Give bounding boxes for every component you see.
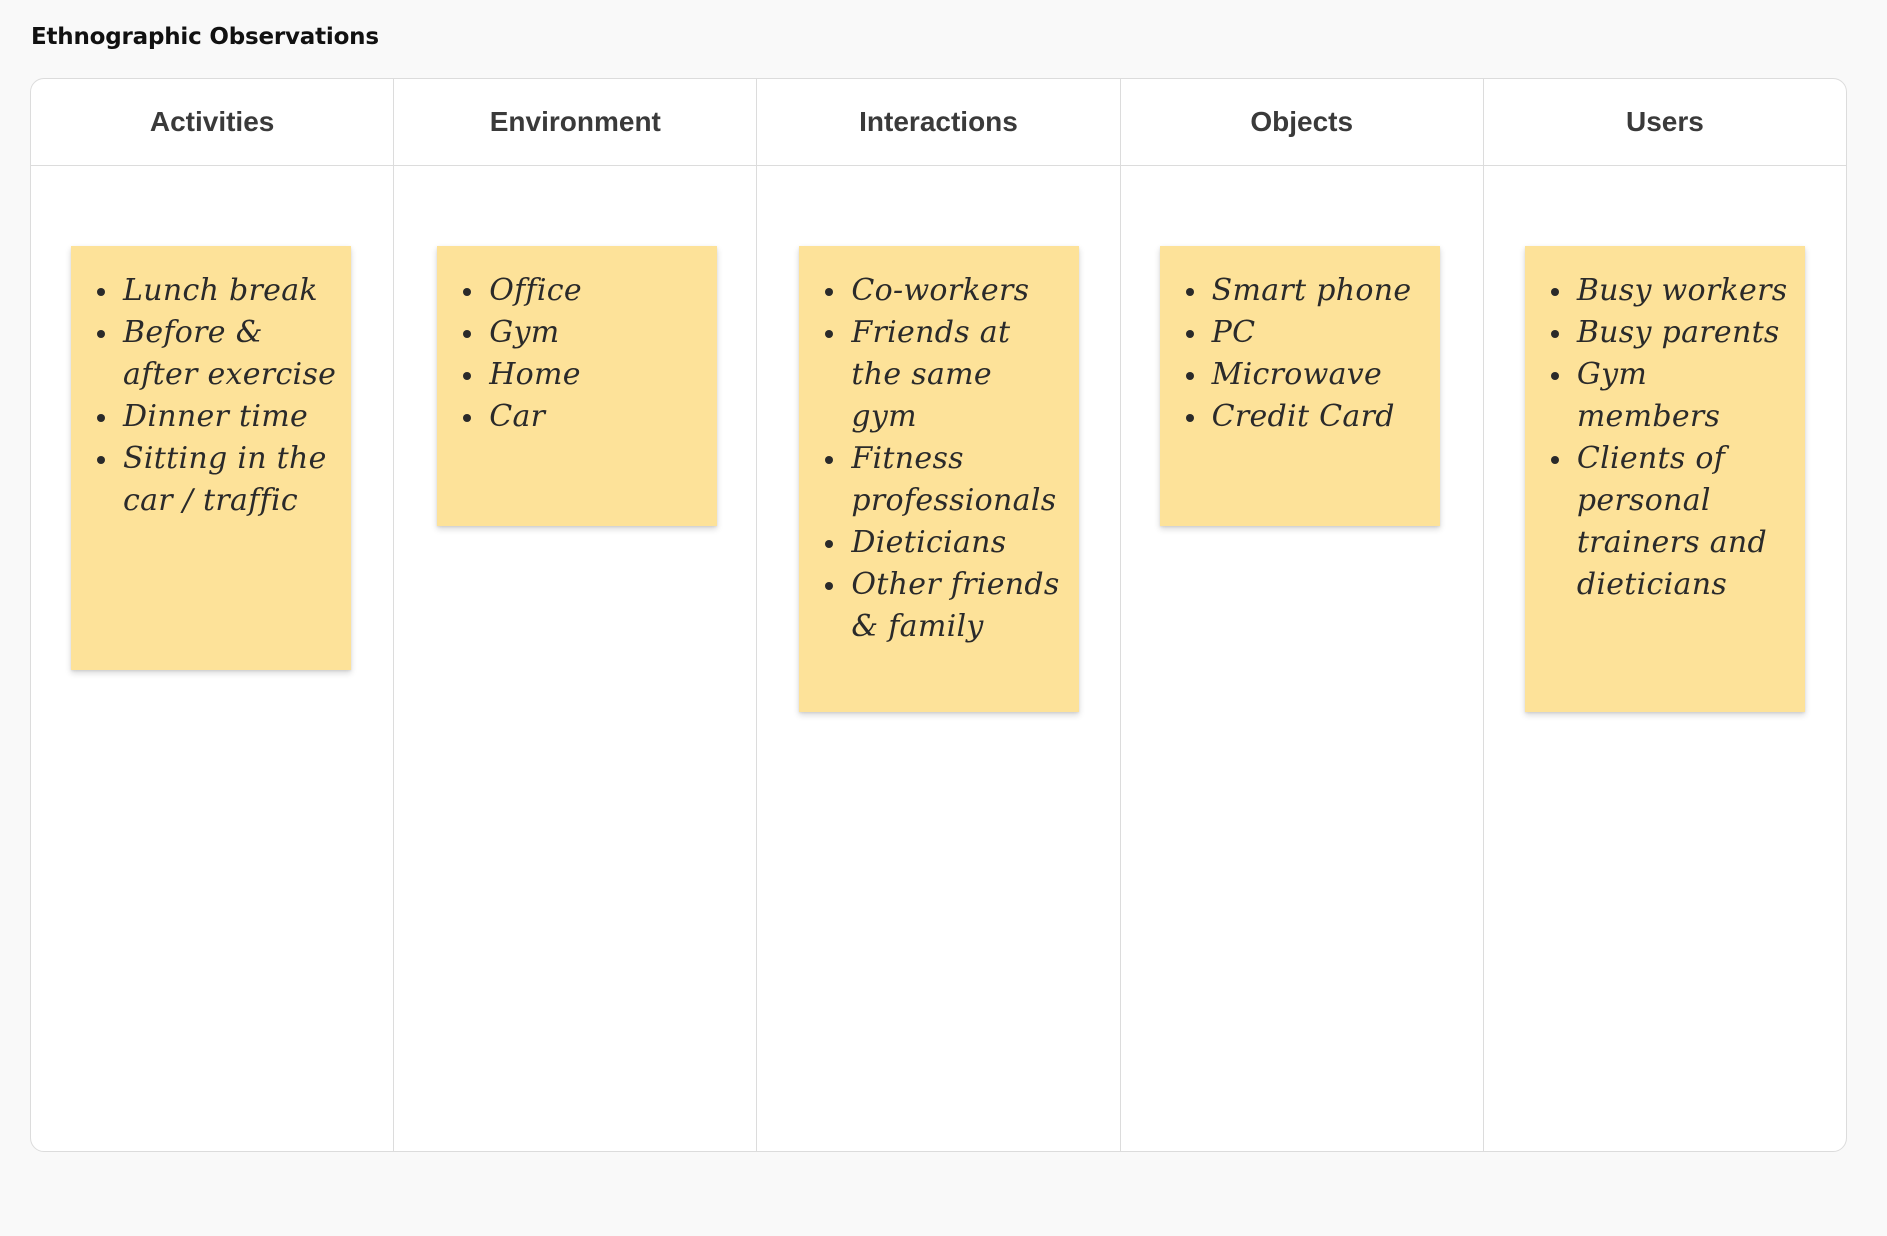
board-title: Ethnographic Observations — [31, 24, 379, 50]
note-list: Smart phone PC Microwave Credit Card — [1174, 270, 1426, 438]
column-interactions: Interactions Co-workers Friends at the s… — [757, 79, 1121, 1151]
note-item: Co-workers — [825, 270, 1065, 312]
note-item: Dieticians — [825, 522, 1065, 564]
note-item: Dinner time — [97, 396, 337, 438]
note-item: Gym members — [1550, 354, 1791, 438]
note-list: Lunch break Before & after exercise Dinn… — [85, 270, 337, 522]
column-header[interactable]: Environment — [394, 79, 757, 166]
note-item: Busy parents — [1550, 312, 1791, 354]
sticky-note-objects[interactable]: Smart phone PC Microwave Credit Card — [1159, 246, 1440, 526]
note-item: Other friends & family — [825, 564, 1065, 648]
column-header[interactable]: Activities — [31, 79, 394, 166]
note-item: Home — [463, 354, 703, 396]
sticky-note-users[interactable]: Busy workers Busy parents Gym members Cl… — [1524, 246, 1805, 712]
note-list: Busy workers Busy parents Gym members Cl… — [1539, 270, 1791, 606]
note-item: Smart phone — [1185, 270, 1426, 312]
note-list: Co-workers Friends at the same gym Fitne… — [813, 270, 1065, 648]
note-item: Sitting in the car / traffic — [97, 438, 337, 522]
sticky-note-activities[interactable]: Lunch break Before & after exercise Dinn… — [71, 246, 351, 670]
note-item: Before & after exercise — [97, 312, 337, 396]
column-header[interactable]: Interactions — [757, 79, 1120, 166]
note-item: Friends at the same gym — [825, 312, 1065, 438]
column-activities: Activities Lunch break Before & after ex… — [31, 79, 395, 1151]
column-users: Users Busy workers Busy parents Gym memb… — [1483, 79, 1846, 1151]
column-header[interactable]: Objects — [1120, 79, 1483, 166]
note-item: Car — [463, 396, 703, 438]
column-header[interactable]: Users — [1483, 79, 1846, 166]
note-item: Fitness professionals — [825, 438, 1065, 522]
note-item: PC — [1185, 312, 1426, 354]
note-item: Lunch break — [97, 270, 337, 312]
column-objects: Objects Smart phone PC Microwave Credit … — [1120, 79, 1484, 1151]
note-item: Microwave — [1185, 354, 1426, 396]
sticky-note-interactions[interactable]: Co-workers Friends at the same gym Fitne… — [799, 246, 1080, 712]
note-item: Clients of personal trainers and dietici… — [1550, 438, 1791, 606]
column-environment: Environment Office Gym Home Car — [394, 79, 758, 1151]
note-item: Gym — [463, 312, 703, 354]
sticky-note-environment[interactable]: Office Gym Home Car — [437, 246, 718, 526]
note-item: Credit Card — [1185, 396, 1426, 438]
observation-board: Activities Lunch break Before & after ex… — [30, 78, 1847, 1152]
note-item: Busy workers — [1550, 270, 1791, 312]
note-item: Office — [463, 270, 703, 312]
note-list: Office Gym Home Car — [451, 270, 703, 438]
